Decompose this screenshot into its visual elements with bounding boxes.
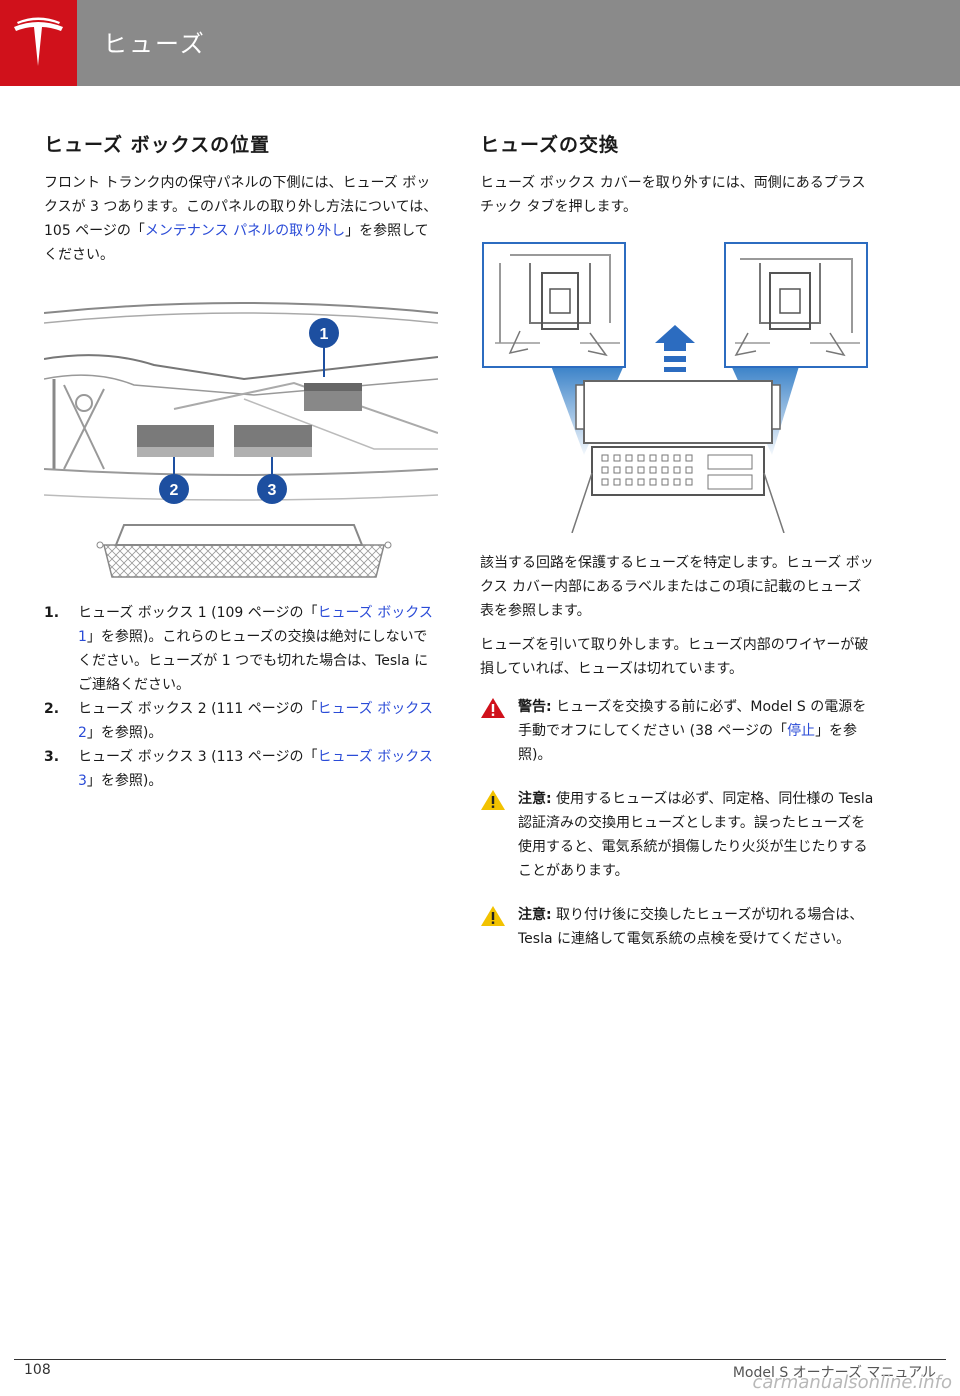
svg-text:1: 1 [320,326,329,343]
callout-2: 2 [159,474,189,504]
caution-label: 注意: [518,791,552,807]
step-text: ヒューズ ボックス 2 (111 ページの「 [78,701,318,717]
remove-fuse-text: ヒューズを引いて取り外します。ヒューズ内部のワイヤーが破損していれば、ヒューズは… [480,637,869,677]
left-column: ヒューズ ボックスの位置 フロント トランク内の保守パネルの下側には、ヒューズ … [44,130,438,793]
caution-yellow-icon [481,790,505,810]
step-text-end: 」を参照)。これらのヒューズの交換は絶対にしないでください。ヒューズが 1 つで… [78,629,429,693]
list-item: 2. ヒューズ ボックス 2 (111 ページの「ヒューズ ボックス 2」を参照)… [44,697,438,745]
identify-fuse-text: 該当する回路を保護するヒューズを特定します。ヒューズ ボックス カバー内部にある… [480,555,874,619]
svg-text:3: 3 [268,482,277,499]
fuse-box-list: 1.ヒューズ ボックス 1 (109 ページの「ヒューズ ボックス 1」を参照)… [44,601,438,793]
callout-3: 3 [257,474,287,504]
list-item: 1. ヒューズ ボックス 1 (109 ページの「ヒューズ ボックス 1」を参照)… [44,601,438,697]
fuse-cover-removal-figure [482,242,868,533]
page-title: ヒューズ [103,30,206,58]
warning-text: ヒューズを交換する前に必ず、Model S の電源を手動でオフにしてください (… [518,699,867,739]
link-fuse-box-3[interactable]: ヒューズ ボックス 3 [78,749,433,789]
warning-red-icon [481,698,505,718]
section-heading-replace: ヒューズの交換 [480,134,620,156]
intro-text: フロント トランク内の保守パネルの下側には、ヒューズ ボックスが 3 つあります… [44,175,438,239]
intro-text-end: 」を参照してください。 [44,223,429,263]
caution-label: 注意: [518,907,552,923]
replace-intro: ヒューズ ボックス カバーを取り外すには、両側にあるプラスチック タブを押します… [480,175,866,215]
list-item: 3. ヒューズ ボックス 3 (113 ページの「ヒューズ ボックス 3」を参照)… [44,745,438,793]
caution-notice-2: 注意: 取り付け後に交換したヒューズが切れる場合は、Tesla に連絡して電気系… [480,903,875,951]
callout-1: 1 [309,318,339,348]
step-text-end: 」を参照)。 [86,725,163,741]
step-number: 2. [44,701,60,717]
logo-box [0,0,77,86]
frunk-fuse-location-figure: 1 2 3 [44,299,438,589]
link-fuse-box-2[interactable]: ヒューズ ボックス 2 [78,701,433,741]
footer-divider [14,1359,946,1360]
watermark: carmanualsonline.info [752,1372,952,1393]
link-power-off[interactable]: 停止 [787,723,816,739]
right-column: ヒューズの交換 ヒューズ ボックス カバーを取り外すには、両側にあるプラスチック… [480,130,875,951]
page-number: 108 [24,1362,51,1378]
step-number: 3. [44,749,60,765]
warning-text-end: 」を参照)。 [518,723,858,763]
caution-text: 取り付け後に交換したヒューズが切れる場合は、Tesla に連絡して電気系統の点検… [518,907,864,947]
step-text-end: 」を参照)。 [86,773,163,789]
warning-notice: 警告: ヒューズを交換する前に必ず、Model S の電源を手動でオフにしてくだ… [480,695,875,767]
step-text: ヒューズ ボックス 3 (113 ページの「 [78,749,318,765]
link-fuse-box-1[interactable]: ヒューズ ボックス 1 [78,605,433,645]
step-text: ヒューズ ボックス 1 (109 ページの「 [78,605,318,621]
caution-yellow-icon [481,906,505,926]
svg-text:2: 2 [170,482,179,499]
document-title: Model S オーナーズ マニュアル [732,1365,936,1381]
section-heading-location: ヒューズ ボックスの位置 [44,134,271,156]
location-intro: フロント トランク内の保守パネルの下側には、ヒューズ ボックスが 3 つあります… [44,171,438,267]
step-number: 1. [44,605,60,621]
link-maintenance-panel[interactable]: メンテナンス パネルの取り外し [144,223,346,239]
arrow-up-icon [655,325,695,372]
page-header: ヒューズ [0,0,960,86]
caution-notice-1: 注意: 使用するヒューズは必ず、同定格、同仕様の Tesla 認証済みの交換用ヒ… [480,787,875,883]
tesla-logo-icon [14,17,63,66]
caution-text: 使用するヒューズは必ず、同定格、同仕様の Tesla 認証済みの交換用ヒューズと… [518,791,874,879]
warning-label: 警告: [518,699,552,715]
